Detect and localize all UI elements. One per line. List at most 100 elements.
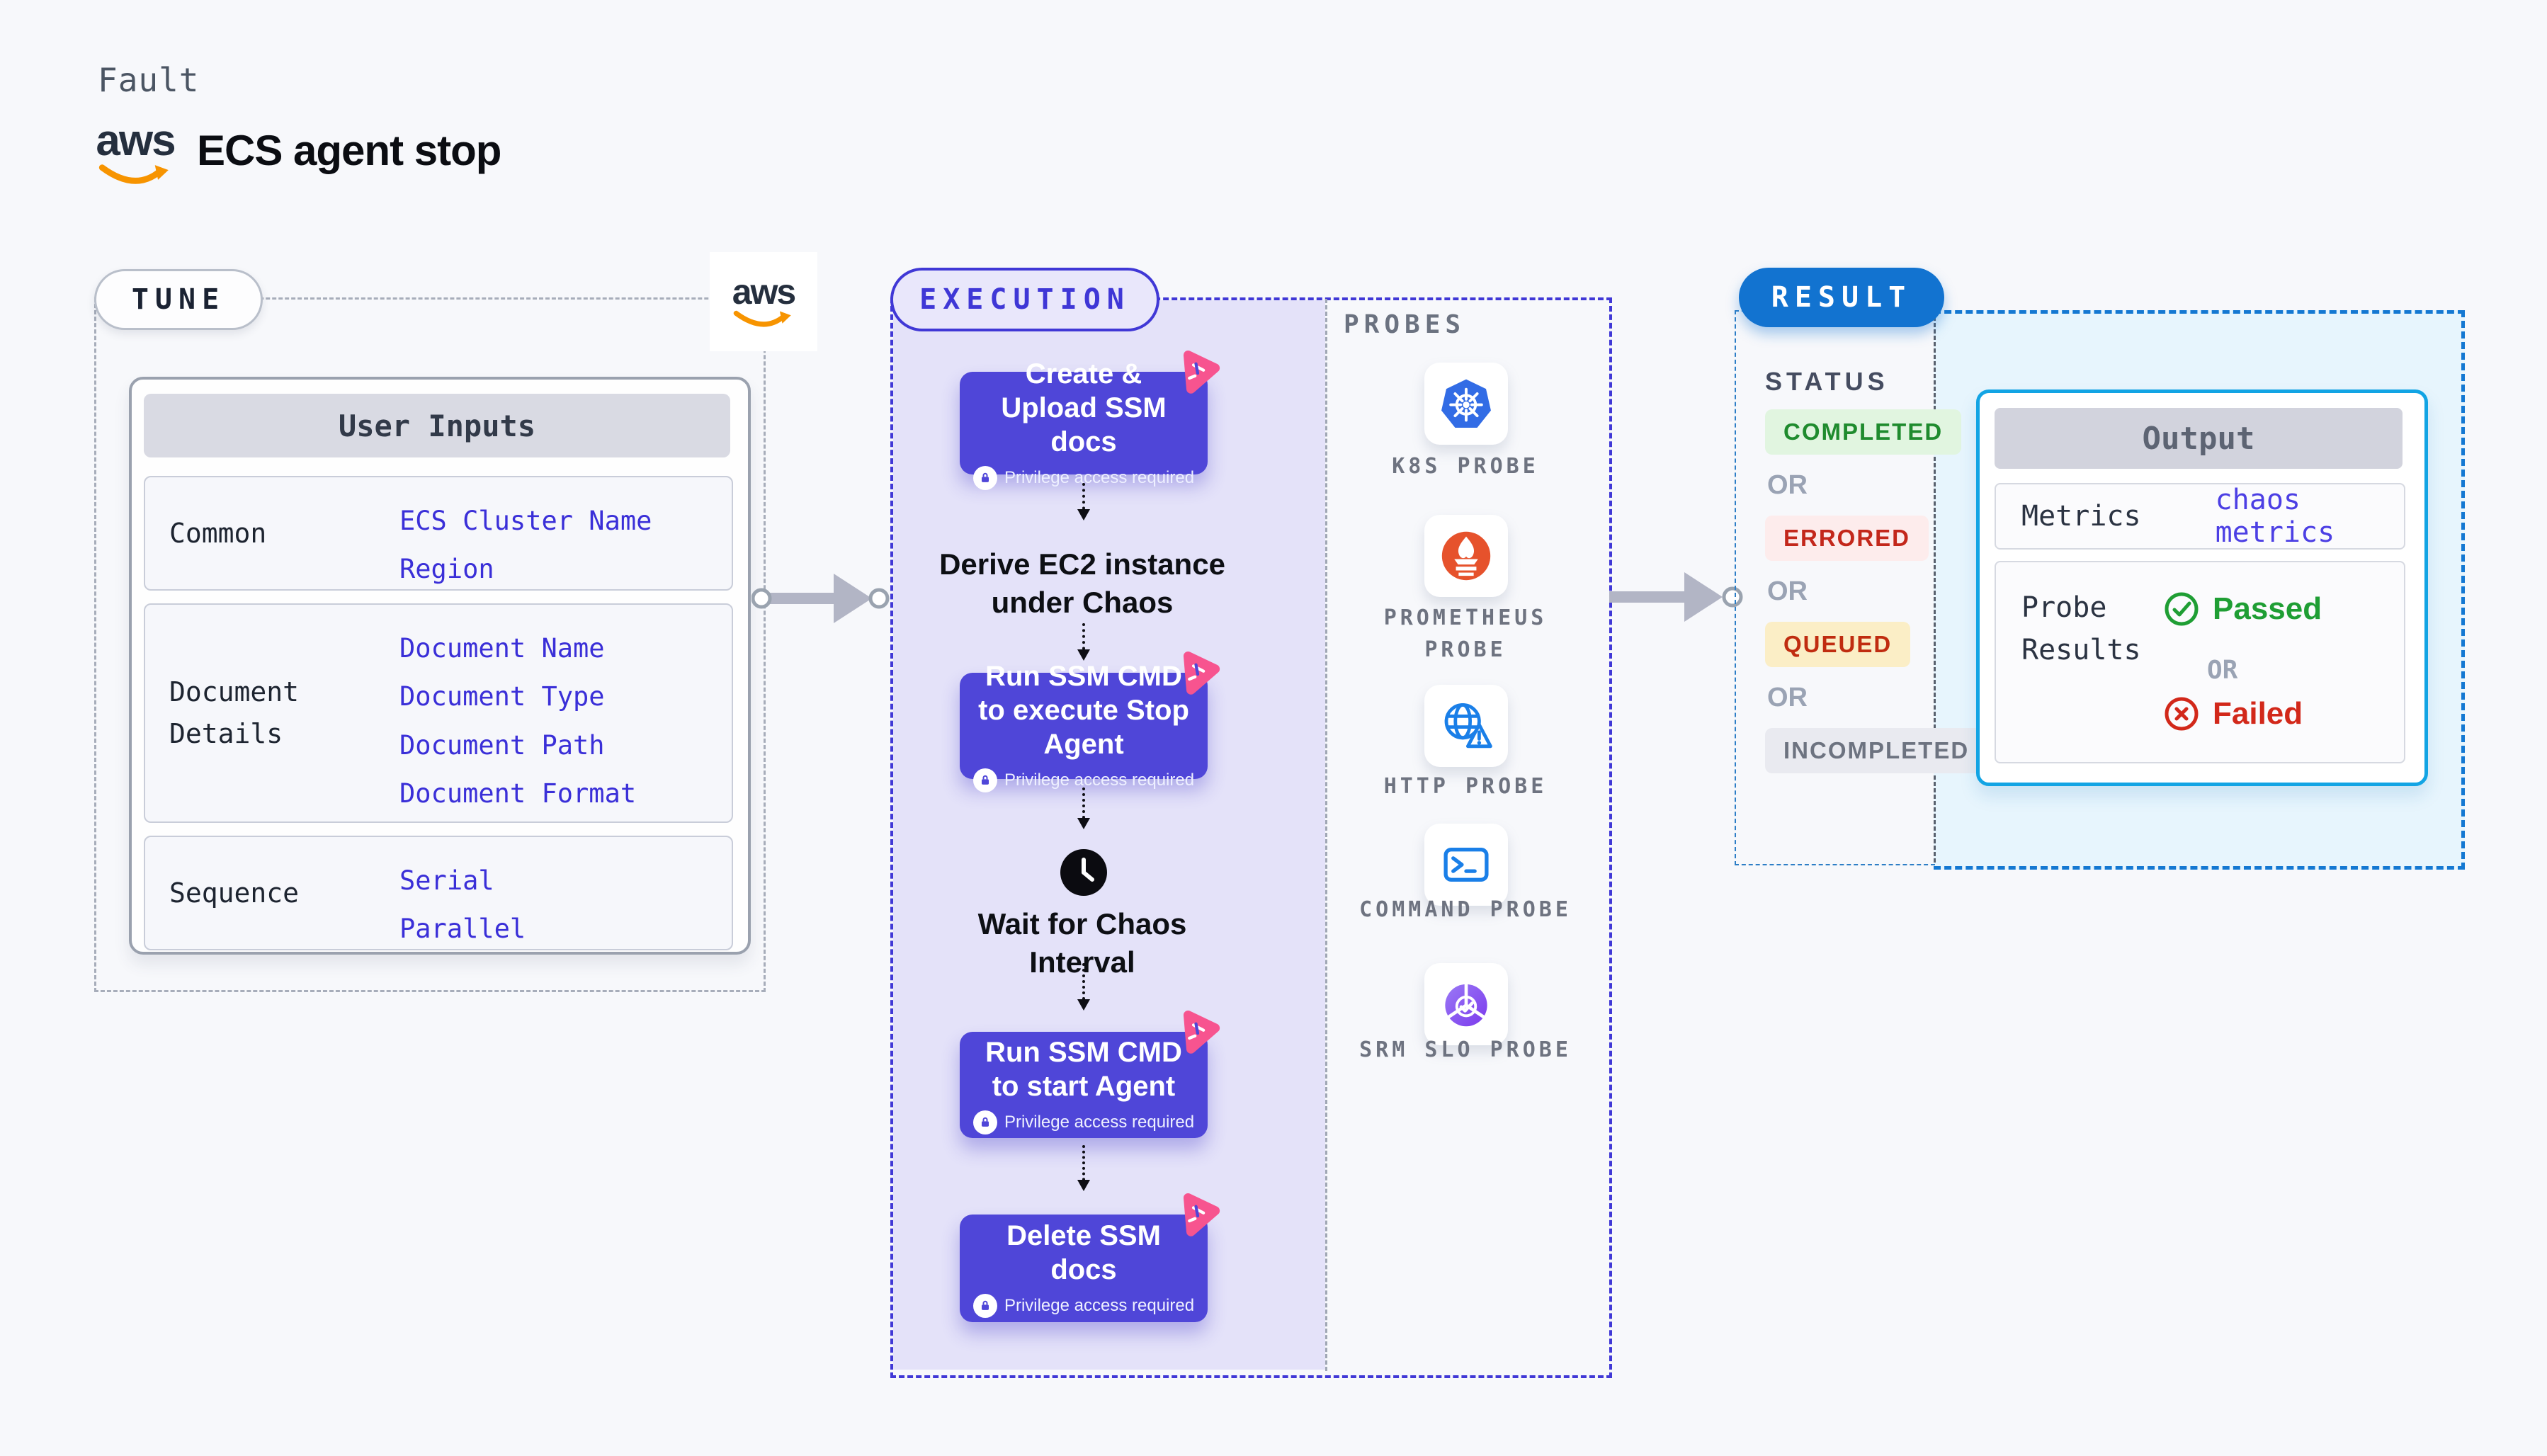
page-title: ECS agent stop	[197, 127, 501, 174]
flow-arrow-down-icon	[1077, 483, 1090, 521]
metrics-label: Metrics	[2021, 500, 2141, 533]
input-row-label: Common	[169, 517, 267, 549]
flow-arrow-down-icon	[1077, 1145, 1090, 1191]
execution-pill: EXECUTION	[890, 268, 1159, 331]
input-row-sequence: Sequence Serial Parallel	[144, 836, 733, 950]
metrics-row: Metrics chaos metrics	[1995, 483, 2405, 550]
prometheus-icon	[1441, 531, 1491, 581]
terminal-icon	[1443, 848, 1489, 882]
status-badge-errored: ERRORED	[1765, 516, 1929, 561]
lock-icon	[972, 1110, 997, 1134]
user-inputs-header: User Inputs	[144, 394, 730, 457]
failed-label: Failed	[2213, 696, 2303, 731]
passed-line: Passed	[2163, 591, 2322, 627]
status-badge-incompleted: INCOMPLETED	[1765, 728, 1988, 773]
probe-card-command	[1424, 824, 1508, 906]
status-header: STATUS	[1765, 367, 1889, 396]
flow-arrow-down-icon	[1077, 787, 1090, 829]
input-value: Parallel	[399, 914, 526, 945]
tune-section	[94, 297, 766, 992]
probe-card-http	[1424, 685, 1508, 767]
probes-header: PROBES	[1344, 310, 1466, 339]
result-pill: RESULT	[1739, 268, 1944, 327]
slo-donut-check-icon	[1445, 984, 1487, 1027]
probe-label: K8S PROBE	[1392, 454, 1539, 479]
chaos-experiment-icon	[1183, 1193, 1220, 1236]
probe-card-k8s	[1424, 363, 1508, 445]
step-node-title: Delete SSM docs	[1006, 1220, 1161, 1285]
execution-lane	[893, 300, 1325, 1370]
clock-icon	[1060, 849, 1107, 896]
step-node-delete-ssm-docs: Delete SSM docs Privilege access require…	[960, 1193, 1220, 1322]
step-text-derive-ec2: Derive EC2 instance under Chaos	[939, 547, 1225, 619]
check-circle-icon	[2165, 592, 2199, 626]
probe-card-srm-slo	[1424, 963, 1508, 1045]
status-badge-completed: COMPLETED	[1765, 409, 1962, 455]
step-node-run-ssm-stop-agent: Run SSM CMD to execute Stop Agent Privil…	[960, 651, 1220, 792]
input-value: Document Format	[399, 778, 637, 809]
or-separator: OR	[1767, 576, 1808, 606]
execution-section	[890, 297, 1612, 1378]
probe-label: HTTP PROBE	[1383, 774, 1548, 799]
status-badge-queued: QUEUED	[1765, 622, 1911, 667]
input-value: Region	[399, 554, 494, 585]
arrow-right-icon	[1609, 572, 1743, 622]
aws-logo: aws	[93, 119, 177, 187]
probe-card-prometheus	[1424, 515, 1508, 597]
aws-smile-icon	[98, 164, 169, 184]
or-separator: OR	[2207, 656, 2238, 685]
probe-label: PROMETHEUS PROBE	[1383, 605, 1548, 662]
step-node-title: Create & Upload SSM docs	[1001, 358, 1167, 457]
privilege-label: Privilege access required	[1004, 770, 1195, 790]
step-node-title: Run SSM CMD to execute Stop Agent	[978, 661, 1189, 760]
probe-results-row: Probe Results Passed OR Failed	[1995, 561, 2405, 763]
privilege-label: Privilege access required	[1004, 1296, 1195, 1315]
or-separator: OR	[1767, 470, 1808, 500]
input-row-label: Document Details	[169, 676, 300, 749]
input-value: Serial	[399, 865, 494, 896]
chaos-experiment-icon	[1183, 350, 1220, 394]
flow-arrow-down-icon	[1077, 963, 1090, 1011]
input-value: Document Name	[399, 633, 605, 664]
x-circle-icon	[2165, 697, 2199, 731]
globe-alert-icon	[1444, 703, 1492, 749]
privilege-label: Privilege access required	[1004, 1113, 1195, 1132]
arrow-right-icon	[751, 574, 890, 623]
privilege-badge: Privilege access required	[972, 1294, 1195, 1318]
aws-logo-word: aws	[96, 116, 176, 165]
aws-smile-icon	[733, 310, 791, 327]
lock-icon	[972, 768, 997, 792]
probe-label: SRM SLO PROBE	[1359, 1037, 1572, 1062]
input-value: Document Path	[399, 729, 605, 761]
step-node-create-upload-ssm-docs: Create & Upload SSM docs Privilege acces…	[960, 350, 1220, 490]
input-row-common: Common ECS Cluster Name Region	[144, 476, 733, 591]
step-text-wait-chaos-interval: Wait for Chaos Interval	[977, 907, 1187, 979]
privilege-badge: Privilege access required	[972, 1110, 1195, 1134]
tune-pill: TUNE	[94, 269, 263, 330]
execution-probes-divider	[1325, 299, 1327, 1371]
aws-logo-word: aws	[732, 272, 797, 312]
or-separator: OR	[1767, 683, 1808, 712]
lock-icon	[972, 465, 997, 490]
aws-logo-small: aws	[710, 252, 817, 351]
step-node-run-ssm-start-agent: Run SSM CMD to start Agent Privilege acc…	[960, 1010, 1220, 1138]
fault-eyebrow: Fault	[98, 61, 200, 99]
privilege-label: Privilege access required	[1004, 467, 1195, 487]
input-value: ECS Cluster Name	[399, 506, 652, 536]
chaos-experiment-icon	[1183, 1010, 1220, 1054]
output-header: Output	[1995, 408, 2403, 469]
metrics-value: chaos metrics	[2215, 484, 2335, 549]
passed-label: Passed	[2213, 591, 2322, 626]
flow-arrow-down-icon	[1077, 623, 1090, 661]
input-row-document-details: Document Details Document Name Document …	[144, 603, 733, 823]
privilege-badge: Privilege access required	[972, 465, 1195, 490]
probe-label: COMMAND PROBE	[1359, 897, 1572, 922]
chaos-experiment-icon	[1183, 651, 1220, 695]
probe-results-label: Probe Results	[2021, 591, 2141, 666]
failed-line: Failed	[2163, 695, 2303, 732]
kubernetes-icon	[1441, 379, 1491, 428]
privilege-badge: Privilege access required	[972, 768, 1195, 792]
result-divider	[1934, 310, 1936, 863]
lock-icon	[972, 1294, 997, 1318]
